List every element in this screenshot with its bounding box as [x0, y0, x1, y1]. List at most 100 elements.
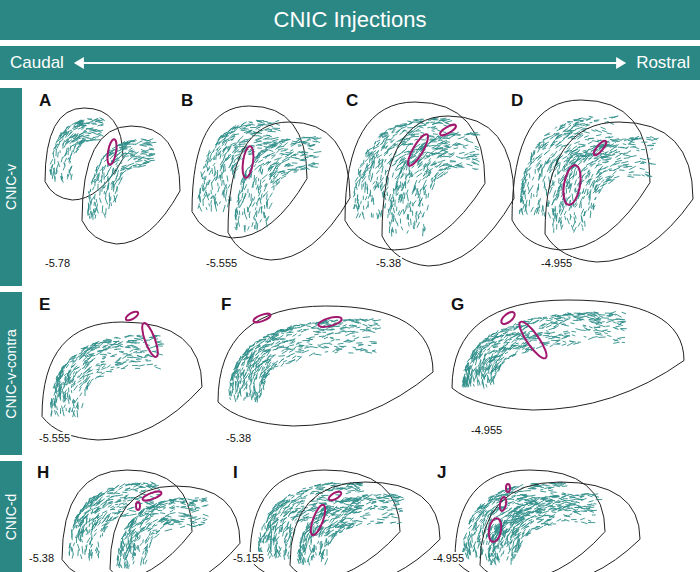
fiber-stroke [209, 204, 210, 206]
fiber-stroke [83, 136, 88, 137]
fiber-stroke [252, 223, 253, 227]
fiber-stroke [240, 128, 242, 129]
fiber-stroke [269, 150, 273, 151]
fiber-stroke [465, 154, 469, 156]
fiber-stroke [260, 220, 261, 222]
fiber-stroke [394, 214, 395, 217]
fiber-stroke [116, 163, 117, 165]
fiber-stroke [231, 143, 235, 145]
fiber-stroke [425, 190, 426, 195]
fiber-stroke [385, 159, 386, 162]
brain-section-panel [345, 102, 514, 266]
brain-section-panel [512, 100, 693, 262]
fiber-stroke [104, 165, 106, 170]
fiber-stroke [585, 136, 589, 137]
fiber-stroke [312, 163, 318, 164]
fiber-stroke [272, 186, 274, 188]
fiber-stroke [125, 166, 128, 168]
fiber-stroke [151, 142, 156, 143]
fiber-stroke [470, 152, 475, 153]
fiber-stroke [294, 154, 298, 155]
fiber-stroke [256, 185, 258, 189]
fiber-stroke [463, 147, 466, 148]
fiber-stroke [258, 136, 261, 137]
fiber-stroke [130, 154, 134, 155]
fiber-stroke [563, 157, 567, 159]
fiber-stroke [553, 151, 557, 156]
fiber-stroke [98, 162, 100, 168]
fiber-stroke [242, 193, 243, 198]
fiber-stroke [443, 119, 450, 120]
fiber-stroke [423, 176, 427, 179]
fiber-stroke [375, 142, 376, 144]
fiber-stroke [467, 133, 471, 134]
fiber-stroke [211, 154, 212, 156]
fiber-stroke [225, 164, 226, 171]
fiber-stroke [425, 156, 430, 159]
fiber-stroke [302, 165, 307, 167]
fiber-stroke [94, 119, 97, 120]
fiber-stroke [208, 194, 209, 196]
fiber-stroke [432, 178, 433, 181]
fiber-stroke [290, 150, 293, 151]
fiber-stroke [150, 148, 154, 149]
fiber-stroke [357, 187, 358, 189]
fiber-stroke [295, 142, 300, 143]
fiber-stroke [259, 191, 261, 196]
fiber-stroke [98, 133, 101, 134]
fiber-stroke [59, 141, 60, 145]
fiber-stroke [451, 135, 455, 136]
fiber-stroke [284, 176, 286, 177]
fiber-stroke [84, 129, 87, 131]
fiber-stroke [540, 198, 541, 202]
fiber-stroke [199, 206, 201, 211]
fiber-stroke [534, 210, 535, 215]
fiber-stroke [421, 198, 422, 201]
fiber-stroke [401, 194, 402, 201]
fiber-stroke [244, 213, 246, 219]
fiber-stroke [58, 152, 59, 157]
fiber-stroke [551, 154, 553, 156]
fiber-stroke [53, 153, 54, 157]
fiber-stroke [414, 128, 417, 130]
fiber-stroke [90, 130, 96, 131]
fiber-stroke [238, 220, 239, 226]
fiber-stroke [398, 211, 400, 215]
fiber-stroke [586, 125, 588, 126]
fiber-stroke [277, 150, 280, 152]
fiber-stroke [432, 184, 434, 190]
fiber-stroke [465, 134, 470, 135]
fiber-stroke [218, 183, 219, 186]
fiber-stroke [270, 193, 272, 197]
fiber-stroke [428, 135, 433, 136]
fiber-stroke [380, 184, 381, 188]
fiber-stroke [448, 135, 454, 138]
fiber-stroke [212, 177, 216, 183]
fiber-stroke [248, 227, 249, 230]
fiber-stroke [314, 157, 319, 158]
fiber-stroke [209, 170, 211, 174]
fiber-stroke [226, 150, 229, 154]
fiber-stroke [549, 177, 550, 182]
fiber-stroke [397, 193, 398, 195]
fiber-stroke [95, 215, 96, 219]
fiber-stroke [139, 141, 142, 142]
fiber-stroke [408, 180, 410, 183]
fiber-stroke [101, 130, 103, 131]
fiber-stroke [89, 198, 90, 203]
fiber-stroke [381, 175, 382, 180]
fiber-stroke [420, 211, 421, 214]
fiber-stroke [437, 130, 440, 131]
fiber-stroke [261, 194, 262, 200]
fiber-stroke [367, 184, 368, 190]
fiber-stroke [416, 216, 417, 222]
fiber-stroke [407, 190, 408, 194]
fiber-stroke [110, 156, 112, 159]
fiber-stroke [380, 178, 384, 184]
fiber-stroke [462, 158, 468, 159]
fiber-stroke [389, 154, 391, 156]
fiber-stroke [211, 201, 212, 204]
fiber-stroke [105, 198, 107, 204]
fiber-stroke [244, 185, 246, 190]
